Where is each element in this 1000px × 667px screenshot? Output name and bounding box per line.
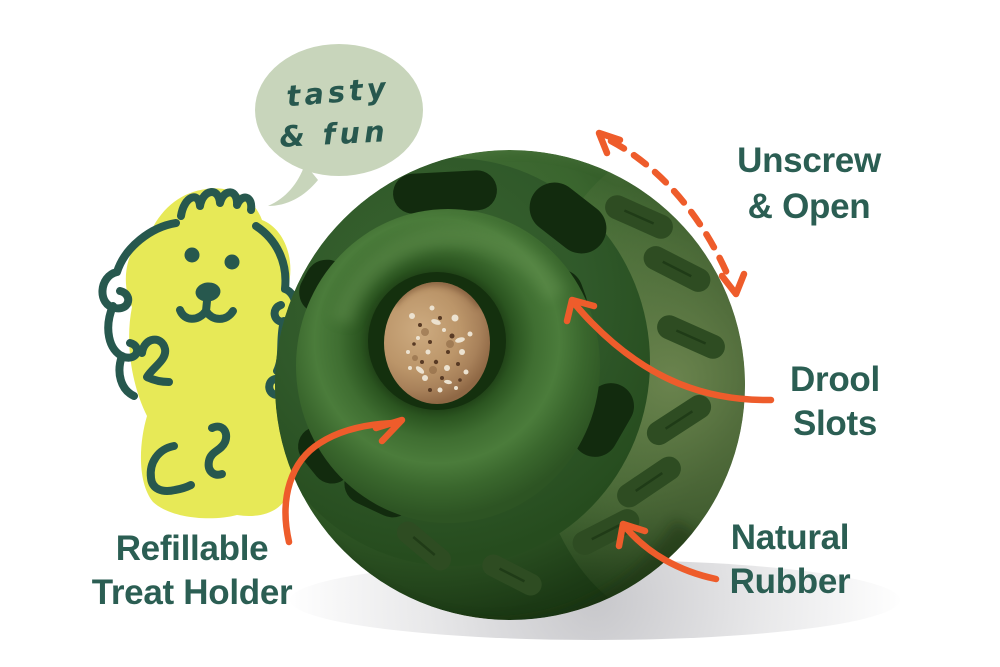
label-drool-slots: Drool Slots xyxy=(790,358,880,446)
refillable-arrow-icon xyxy=(282,416,406,546)
label-refillable-line2: Treat Holder xyxy=(91,573,293,612)
dog-left-ear xyxy=(98,219,180,313)
treat xyxy=(384,282,490,404)
refillable-arrowhead xyxy=(372,416,406,445)
natural-arrowhead xyxy=(615,520,649,550)
natural-rubber-arrow-icon xyxy=(615,520,720,583)
speech-bubble-body xyxy=(255,44,423,176)
unscrew-arrow-curve xyxy=(607,137,733,282)
dog-eye-right xyxy=(224,254,240,270)
label-unscrew-line2: & Open xyxy=(747,187,871,226)
unscrew-arrowhead-bottom xyxy=(718,270,748,298)
dog-left-ear-tip xyxy=(115,352,138,400)
label-unscrew-line1: Unscrew xyxy=(737,141,881,180)
refillable-arrow-curve xyxy=(282,419,398,546)
unscrew-arrowhead-top xyxy=(595,129,624,157)
dog-illustration xyxy=(98,188,300,519)
dog-chest-squiggle xyxy=(138,335,173,386)
label-natural-line2: Rubber xyxy=(729,562,851,601)
side-grooves xyxy=(396,195,725,596)
label-natural-rubber: Natural Rubber xyxy=(730,516,851,604)
label-unscrew-open: Unscrew & Open xyxy=(737,138,881,230)
label-drool-line1: Drool xyxy=(790,360,880,399)
dog-eye-left xyxy=(184,247,200,263)
label-drool-line2: Slots xyxy=(792,404,878,443)
dog-mouth xyxy=(176,297,237,323)
dog-nose xyxy=(195,282,221,302)
label-refillable-line1: Refillable xyxy=(115,529,269,568)
bubble-text-line2: & fun xyxy=(278,114,390,154)
dog-left-leg xyxy=(146,442,195,495)
drool-slot-opening xyxy=(529,182,607,254)
speech-bubble-tail xyxy=(268,164,318,206)
dog-head-curls xyxy=(177,188,256,220)
unscrew-dashed-arrow-icon xyxy=(595,129,748,298)
label-natural-line1: Natural xyxy=(730,518,850,557)
drool-slot-opening xyxy=(393,170,497,214)
drool-arrowhead xyxy=(563,296,598,325)
ring-highlight xyxy=(331,225,566,325)
drool-arrow-curve xyxy=(570,299,775,404)
dog-right-leg-curl xyxy=(204,422,231,479)
treat-ball-photo xyxy=(275,150,745,620)
speech-bubble xyxy=(255,44,423,206)
label-refillable-treat-holder: Refillable Treat Holder xyxy=(92,527,293,615)
natural-arrow-curve xyxy=(623,525,720,583)
drool-slots-arrow-icon xyxy=(563,296,775,404)
dog-body xyxy=(125,188,294,519)
